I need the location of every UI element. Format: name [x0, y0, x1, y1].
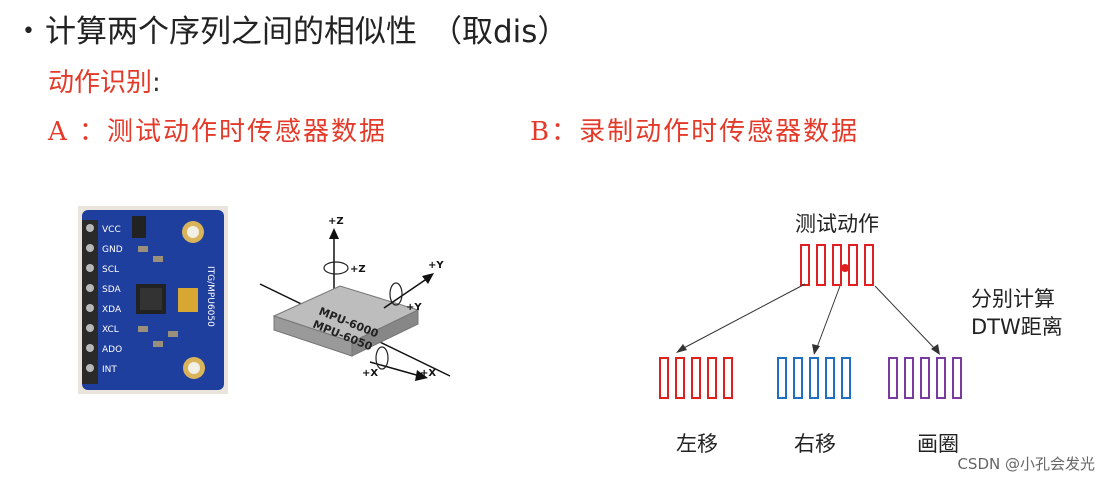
test-bar [832, 244, 842, 286]
cursor-dot [841, 264, 849, 272]
axis-label-z-rot: +Z [350, 264, 366, 275]
pin-hole [86, 284, 94, 292]
bullet: • [22, 19, 35, 44]
title-text: 计算两个序列之间的相似性 [44, 14, 417, 50]
pin-label: SDA [102, 285, 121, 295]
pin-label: XDA [102, 305, 122, 315]
sequence-bar [723, 357, 733, 399]
slide-title: • 计算两个序列之间的相似性 （取dis） [22, 6, 568, 51]
pin-hole [86, 244, 94, 252]
subtitle: 动作识别: [48, 62, 161, 99]
pin-label: GND [102, 245, 123, 255]
pin-label: VCC [102, 225, 121, 235]
test-sequence [800, 244, 874, 286]
sequence-bar [777, 357, 787, 399]
sequence-bar [936, 357, 946, 399]
group-label-right: 右移 [794, 432, 836, 456]
subtitle-colon: : [152, 68, 161, 98]
pin-hole [86, 364, 94, 372]
sequence-bar [659, 357, 669, 399]
axis-label-y-top: +Y [428, 260, 444, 271]
pin-hole [86, 324, 94, 332]
sequence-bar [707, 357, 717, 399]
pin-label: ADO [102, 345, 122, 355]
group-label-left: 左移 [676, 432, 718, 456]
title-suffix: （取dis） [430, 14, 569, 50]
sequence-bar [691, 357, 701, 399]
axis-label-x-rot: +X [362, 368, 378, 379]
group-label-circle: 画圈 [917, 432, 959, 456]
test-bar [848, 244, 858, 286]
line-b: B：录制动作时传感器数据 [530, 117, 860, 147]
subtitle-label: 动作识别 [48, 68, 153, 98]
pin-label: SCL [102, 265, 119, 275]
mpu-axes-diagram: MPU-6000 MPU-6050 +Z +Z +Y +Y +X +X [259, 216, 451, 381]
sequence-bar [888, 357, 898, 399]
sequence-bar [952, 357, 962, 399]
pin-hole [86, 264, 94, 272]
sequence-bar [841, 357, 851, 399]
test-bar [800, 244, 810, 286]
sequence-bar [920, 357, 930, 399]
pin-label: INT [102, 365, 117, 375]
dtw-calc-note: 分别计算 DTW距离 [971, 285, 1063, 341]
axis-label-y-rot: +Y [406, 302, 422, 313]
test-action-label: 测试动作 [795, 212, 879, 236]
pin-hole [86, 304, 94, 312]
line-a: A ：测试动作时传感器数据 [48, 117, 388, 147]
sequence-bar [809, 357, 819, 399]
watermark: CSDN @小孔会发光 [957, 455, 1095, 473]
sensor-board-image: VCC GND SCL SDA XDA XCL ADO INT ITG/MPU6050 [78, 206, 228, 394]
pin-label: XCL [102, 325, 119, 335]
dtw-flow-diagram [659, 244, 962, 399]
sequence-bar [904, 357, 914, 399]
pin-hole [86, 224, 94, 232]
test-bar [816, 244, 826, 286]
test-bar [864, 244, 874, 286]
axis-label-z-top: +Z [328, 216, 344, 227]
pin-hole [86, 344, 94, 352]
sequence-bar [793, 357, 803, 399]
board-model-label: ITG/MPU6050 [205, 266, 215, 327]
sequence-bar [675, 357, 685, 399]
calc-line1: 分别计算 [971, 287, 1055, 311]
axis-label-x-top: +X [420, 368, 436, 379]
calc-line2: DTW距离 [971, 315, 1063, 339]
sequence-bar [825, 357, 835, 399]
